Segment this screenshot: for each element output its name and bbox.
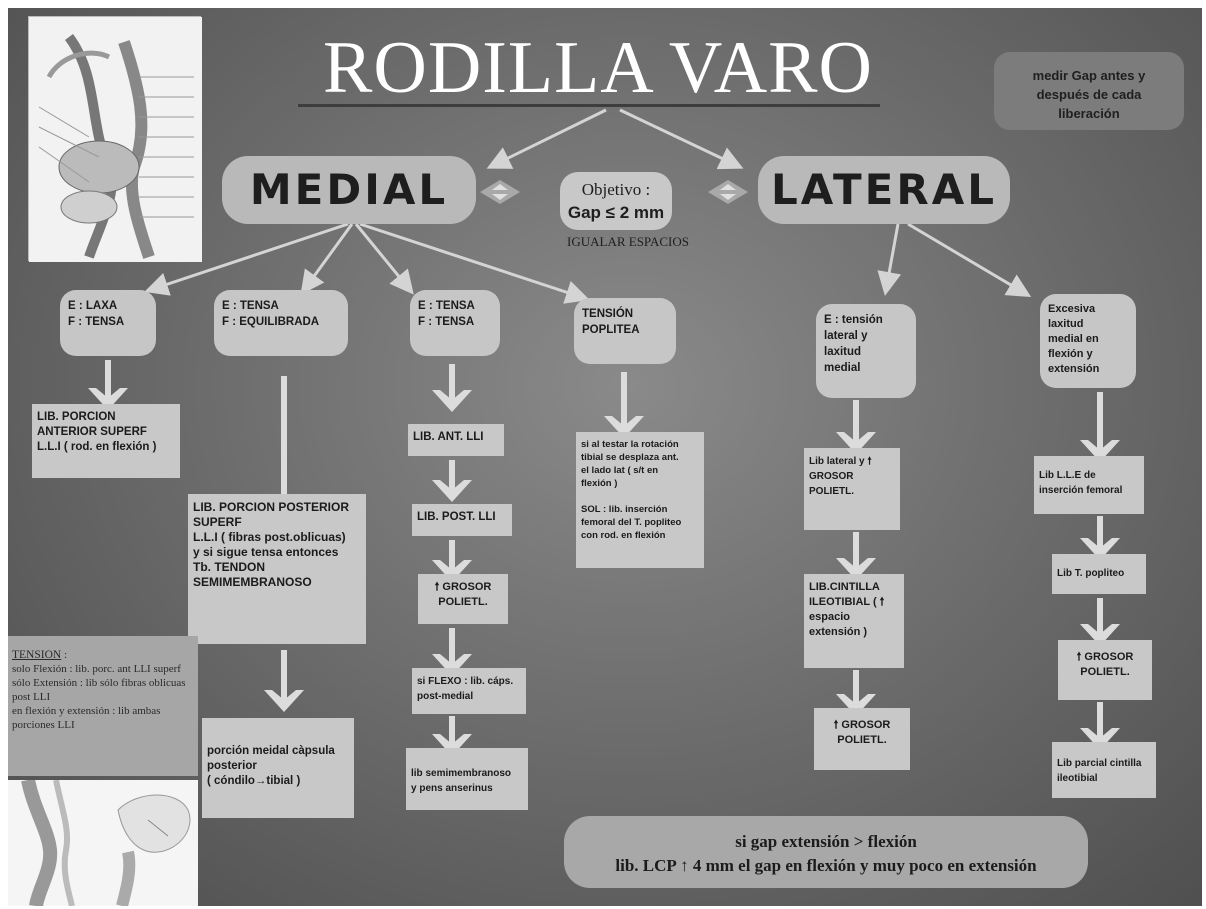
medial-node: MEDIAL (222, 156, 476, 224)
down-arrow-icon (1080, 702, 1120, 750)
lateral-2-step-4: Lib parcial cintilla ileotibial (1052, 742, 1156, 798)
lateral-2-step-2: Lib T. popliteo (1052, 554, 1146, 594)
medial-3-step-1: LIB. ANT. LLI (408, 424, 504, 456)
lateral-1-step-2: LIB.CINTILLA ILEOTIBIAL ( 🠕 espacio exte… (804, 574, 904, 668)
objective-node: Objetivo : Gap ≤ 2 mm (560, 172, 672, 230)
tension-line-3: en flexión y extensión : lib ambas porci… (12, 705, 161, 731)
title-underline (298, 104, 880, 107)
step-arrows (88, 360, 1120, 756)
lateral-condition-1: E : tensión lateral y laxitud medial (816, 304, 916, 398)
lateral-node: LATERAL (758, 156, 1010, 224)
down-arrow-icon (1080, 598, 1120, 646)
lateral-1-step-3: 🠕 GROSOR POLIETL. (814, 708, 910, 770)
tension-line-1: solo Flexión : lib. porc. ant LLI superf (12, 663, 181, 675)
knee-sagittal-illustration (8, 778, 198, 906)
medial-3-step-3: 🠕 GROSOR POLIETL. (418, 574, 508, 624)
medial-3-step-2: LIB. POST. LLI (412, 504, 512, 536)
arrow-medial-4 (359, 222, 590, 304)
medial-2-step-1: LIB. PORCION POSTERIOR SUPERF L.L.I ( fi… (188, 494, 366, 644)
medial-3-step-5: lib semimembranoso y pens anserinus (406, 748, 528, 810)
tension-note: TENSION : solo Flexión : lib. porc. ant … (8, 636, 198, 776)
medial-condition-4: TENSIÓN POPLITEA (574, 298, 676, 364)
medial-3-step-4: si FLEXO : lib. cáps. post-medial (412, 668, 526, 714)
tension-heading-suffix: : (61, 649, 68, 661)
lateral-1-step-1: Lib lateral y 🠕 GROSOR POLIETL. (804, 448, 900, 530)
tension-heading: TENSION (12, 649, 62, 661)
lateral-2-step-1: Lib L.L.E de inserción femoral (1034, 456, 1144, 514)
gap-note: si gap extensión > flexión lib. LCP ↑ 4 … (564, 816, 1088, 888)
gap-note-line-2: lib. LCP ↑ 4 mm el gap en flexión y muy … (615, 856, 1037, 875)
medial-condition-2: E : TENSA F : EQUILIBRADA (214, 290, 348, 356)
knee-anatomy-illustration (28, 16, 202, 262)
down-arrow-icon (836, 532, 876, 580)
down-arrow-icon (836, 670, 876, 716)
arrow-medial-2 (300, 223, 354, 295)
down-arrow-icon (1080, 392, 1120, 462)
down-arrow-icon (432, 364, 472, 412)
gap-note-line-1: si gap extensión > flexión (735, 832, 917, 851)
down-arrow-icon (432, 628, 472, 676)
diagram-canvas: RODILLA VARO medir Gap antes y después d… (8, 8, 1202, 906)
down-arrow-icon (604, 372, 644, 438)
diamond-arrow-icon (480, 180, 520, 204)
lateral-2-step-3: 🠕 GROSOR POLIETL. (1058, 640, 1152, 700)
arrow-lateral-1 (877, 223, 902, 296)
objective-gap: Gap ≤ 2 mm (567, 203, 665, 222)
lateral-condition-2: Excesiva laxitud medial en flexión y ext… (1040, 294, 1136, 388)
objective-title: Objetivo : (581, 180, 651, 199)
medial-4-step-1: si al testar la rotación tibial se despl… (576, 432, 704, 568)
down-arrow-icon (1080, 516, 1120, 560)
down-arrow-icon (836, 400, 876, 454)
medial-condition-1: E : LAXA F : TENSA (60, 290, 156, 356)
objective-subtitle: IGUALAR ESPACIOS (567, 234, 689, 249)
page-title: RODILLA VARO (323, 27, 873, 109)
down-arrow-icon (432, 716, 472, 756)
arrow-medial-1 (144, 222, 349, 296)
note-measure-gap: medir Gap antes y después de cada libera… (994, 52, 1184, 130)
diamond-arrow-icon (708, 180, 748, 204)
down-arrow-icon (432, 540, 472, 582)
down-arrow-icon (432, 460, 472, 502)
medial-condition-3: E : TENSA F : TENSA (410, 290, 500, 356)
down-arrow-icon (88, 360, 128, 410)
arrow-lateral-2 (907, 222, 1032, 298)
medial-2-step-2: porción meidal càpsula posterior ( cóndi… (202, 718, 354, 818)
tension-line-2: sólo Extensión : lib sólo fibras oblicua… (12, 677, 186, 703)
medial-1-step-1: LIB. PORCION ANTERIOR SUPERF L.L.I ( rod… (32, 404, 180, 478)
arrow-title-to-lateral (619, 108, 744, 170)
down-arrow-icon (264, 650, 304, 712)
arrow-layer (88, 108, 1120, 756)
arrow-medial-3 (354, 223, 414, 295)
arrow-title-to-medial (486, 108, 607, 169)
